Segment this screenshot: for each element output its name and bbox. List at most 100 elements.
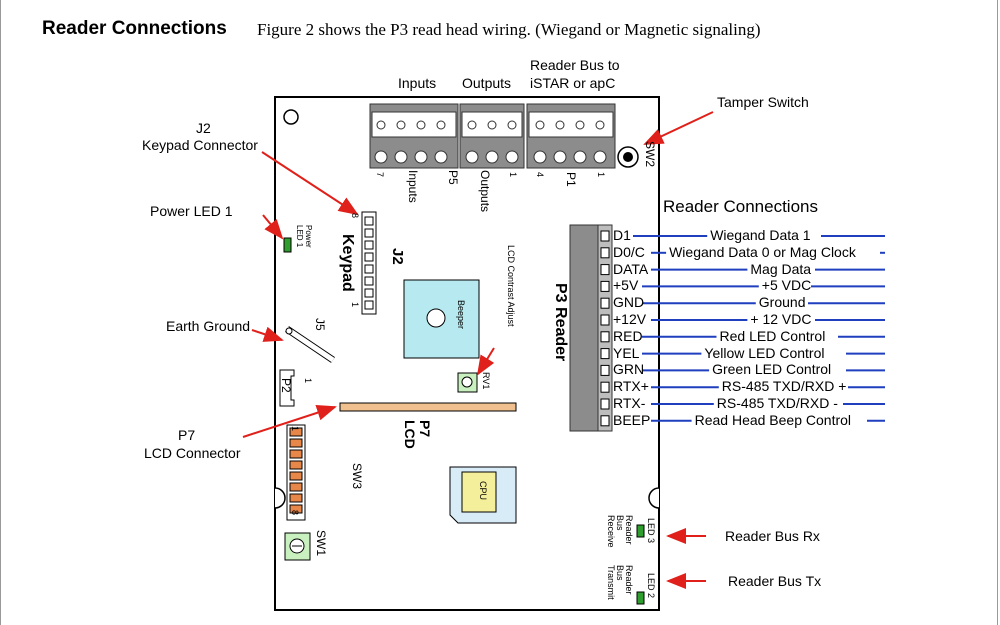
p2-board-label: P2: [279, 378, 293, 393]
keypad-connector-label: Keypad Connector: [142, 137, 258, 153]
pin-description: +5 VDC: [761, 277, 812, 294]
sw3-board-label: SW3: [350, 463, 364, 490]
pin-box: [600, 280, 610, 292]
rv1-board-label: RV1: [481, 372, 491, 390]
pin-description: Yellow LED Control: [704, 344, 825, 361]
dip-switch-sw3: [286, 424, 306, 521]
terminal-block-p1: [526, 103, 616, 169]
led3-desc-label: Reader Bus Receive: [606, 515, 634, 548]
pin-label: DATA: [613, 260, 649, 277]
pin-label: GRN: [613, 361, 645, 378]
terminal-block-p5: [369, 103, 459, 169]
pin-description: Wiegand Data 0 or Mag Clock: [669, 243, 856, 260]
p7-label: P7: [178, 427, 196, 443]
reader-connections-label: Reader Connections: [663, 197, 818, 216]
lcd-connector-strip: [339, 402, 517, 412]
pin-box: [600, 314, 610, 326]
lcd-contrast-label: LCD Contrast Adjust: [506, 245, 516, 327]
beeper-board-label: Beeper: [456, 300, 466, 330]
pin-description: Ground: [758, 294, 806, 311]
pin-7-label: 7: [375, 172, 385, 178]
pin-label: YEL: [613, 344, 640, 361]
p7-board-label: P7: [417, 420, 433, 438]
inputs-label: Inputs: [398, 75, 437, 91]
power-led-board-label: Power LED 1: [295, 225, 313, 248]
figure-caption: Figure 2 shows the P3 read head wiring. …: [257, 20, 761, 39]
tamper-switch-label: Tamper Switch: [717, 94, 809, 110]
pin-box: [600, 297, 610, 309]
inputs-board-label: Inputs: [406, 170, 420, 203]
sw2-board-label: SW2: [643, 141, 657, 168]
j2-board-label: J2: [389, 248, 406, 265]
reader-wires: [633, 235, 885, 422]
pin-box: [600, 364, 610, 376]
cpu-board-label: CPU: [478, 481, 488, 501]
terminal-block-outputs: [459, 103, 525, 169]
pin-1-p2-label: 1: [303, 378, 313, 384]
pin-description: RS-485 TXD/RXD +: [721, 378, 847, 395]
pin-label: RTX+: [613, 378, 649, 395]
earth-ground-j5: [285, 326, 335, 363]
pin-label: GND: [613, 294, 645, 311]
pin-label: D0/C: [613, 243, 645, 260]
pin-box: [600, 247, 610, 259]
led2-board-label: LED 2: [646, 573, 656, 599]
pin-box: [600, 415, 610, 427]
j2-arrow: [261, 151, 359, 216]
p1-board-label: P1: [564, 172, 578, 187]
pin-label: +5V: [613, 277, 639, 294]
board-notch-left: [274, 487, 286, 509]
pin-description: Wiegand Data 1: [710, 227, 811, 243]
pin-description: RS-485 TXD/RXD -: [716, 395, 838, 411]
led3: [636, 524, 645, 538]
power-led: [283, 237, 292, 253]
sw1-board-label: SW1: [314, 530, 328, 557]
led2-desc-label: Reader Bus Transmit: [606, 565, 634, 600]
pin-1-sw3-label: 1: [290, 426, 300, 432]
led3-board-label: LED 3: [646, 518, 656, 544]
tamper-arrow: [643, 111, 714, 145]
pin-box: [600, 230, 610, 242]
pin-label: BEEP: [613, 411, 651, 428]
pin-1-keypad-label: 1: [350, 302, 360, 308]
power-led-arrow: [262, 214, 284, 240]
keypad-board-label: Keypad: [339, 234, 356, 292]
earth-arrow: [251, 326, 284, 342]
pin-description: + 12 VDC: [750, 311, 812, 327]
p3-pin-boxes: [600, 230, 610, 427]
pin-1-p1-label: 1: [596, 172, 606, 178]
pin-4-label: 4: [535, 172, 545, 178]
pin-description: Green LED Control: [712, 361, 832, 378]
pin-box: [600, 381, 610, 393]
power-led-label: Power LED 1: [150, 203, 233, 219]
p7-arrow: [242, 404, 337, 438]
pin-label: RTX-: [613, 395, 646, 411]
pin-box: [600, 348, 610, 360]
lcd-contrast-arrow: [476, 347, 495, 376]
reader-bus-label-2: iSTAR or apC: [530, 75, 616, 91]
board-notch-right: [648, 487, 660, 509]
reader-bus-rx-label: Reader Bus Rx: [725, 528, 820, 544]
mount-hole: [283, 109, 299, 125]
pin-label: +12V: [613, 311, 647, 327]
lcd-connector-label: LCD Connector: [144, 445, 241, 461]
pin-8-keypad-label: 8: [350, 213, 360, 219]
pin-1-outputs-label: 1: [508, 172, 518, 178]
pin-description: Red LED Control: [719, 327, 826, 344]
pin-description: Read Head Beep Control: [694, 411, 852, 428]
p2-connector: [279, 369, 295, 407]
led2: [636, 591, 645, 605]
pin-label: D1: [613, 227, 631, 243]
outputs-board-label: Outputs: [478, 170, 492, 213]
reader-bus-label-1: Reader Bus to: [530, 57, 620, 73]
pin-box: [600, 398, 610, 410]
lcd-board-label: LCD: [402, 420, 418, 449]
beeper: [403, 279, 480, 359]
outputs-label: Outputs: [462, 75, 512, 91]
reader-bus-tx-label: Reader Bus Tx: [728, 573, 822, 589]
pin-description: Mag Data: [750, 260, 812, 277]
p5-board-label: P5: [446, 170, 460, 185]
pin-label: RED: [613, 327, 643, 344]
